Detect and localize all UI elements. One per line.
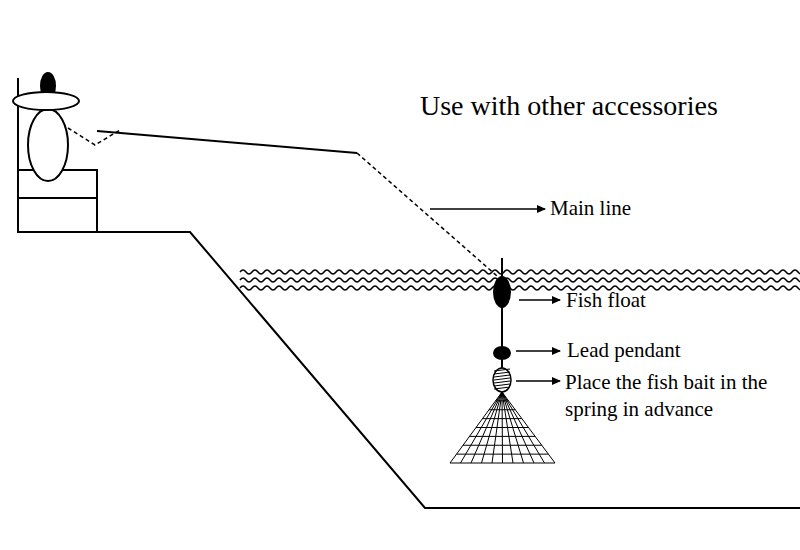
main-line bbox=[357, 153, 497, 276]
lead-pendant bbox=[493, 346, 511, 360]
part-label: Lead pendant bbox=[567, 337, 681, 364]
net-ring bbox=[457, 454, 549, 455]
wave-line bbox=[240, 286, 800, 290]
wave-line bbox=[240, 278, 800, 282]
wave-line bbox=[240, 270, 800, 274]
part-label: Main line bbox=[550, 195, 631, 222]
seat-base bbox=[18, 198, 97, 232]
net-ring bbox=[463, 445, 542, 446]
diagram-title: Use with other accessories bbox=[420, 90, 718, 122]
spring-coil bbox=[494, 381, 510, 383]
net-ring bbox=[476, 427, 529, 428]
leader-arrow bbox=[430, 208, 545, 210]
spring-coil bbox=[494, 387, 510, 389]
spring-coil bbox=[494, 372, 510, 374]
spring-coil bbox=[494, 384, 510, 386]
leader-arrow bbox=[516, 380, 560, 382]
spring-coil bbox=[494, 378, 510, 380]
water-surface bbox=[240, 270, 800, 290]
spring-coil bbox=[494, 375, 510, 377]
bank-outline bbox=[18, 78, 800, 508]
leader-arrow bbox=[516, 350, 560, 352]
bait-spring bbox=[493, 368, 511, 392]
part-label: Fish float bbox=[566, 287, 646, 314]
fishing-rod bbox=[97, 131, 357, 153]
net-ring bbox=[489, 409, 515, 410]
net-ring bbox=[496, 400, 509, 401]
spring-coil bbox=[494, 369, 510, 371]
fishing-net bbox=[450, 392, 555, 463]
fish-float bbox=[493, 276, 511, 308]
spring-coils bbox=[494, 369, 510, 389]
angler-hat bbox=[13, 92, 79, 110]
part-label: Place the fish bait in the spring in adv… bbox=[565, 369, 793, 423]
net-ring bbox=[470, 436, 536, 437]
leader-arrow bbox=[519, 299, 560, 301]
angler-body bbox=[28, 109, 68, 181]
net-ring bbox=[483, 418, 522, 419]
net-outline bbox=[450, 392, 555, 463]
angler-arm bbox=[68, 128, 120, 145]
